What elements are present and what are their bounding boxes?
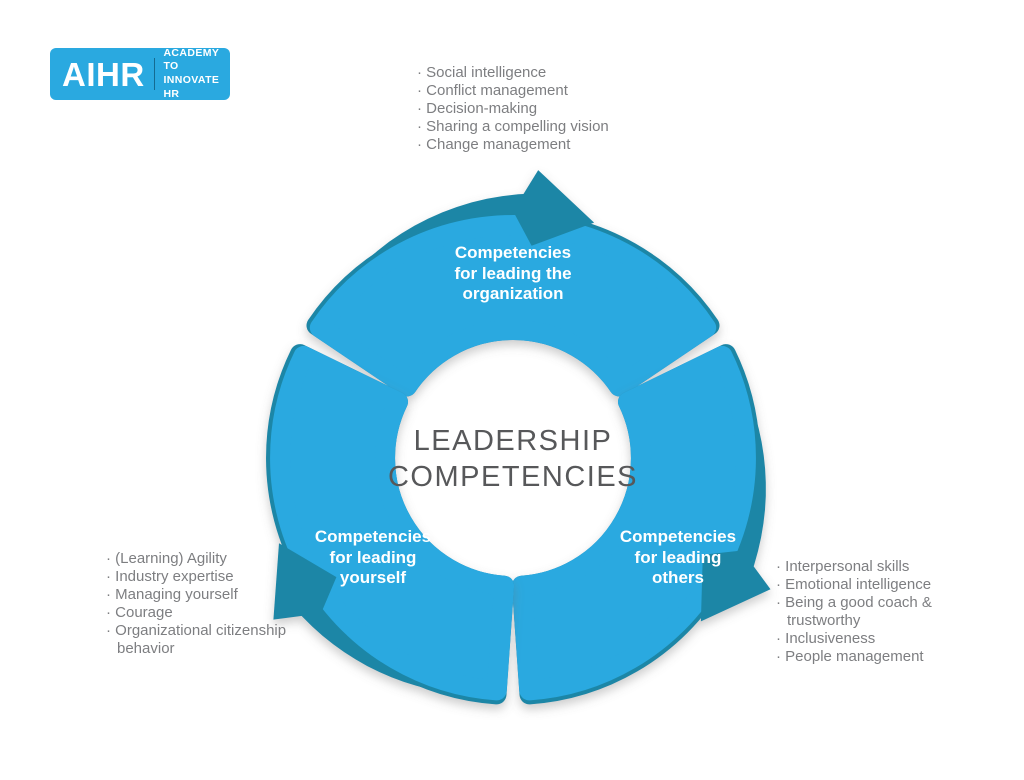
segment-label-leading-the-organization: Competencies for leading the organizatio…	[454, 243, 572, 304]
cycle-arrowhead-icon	[700, 550, 771, 622]
cycle-arrowhead-icon	[513, 170, 595, 246]
segment-body	[309, 214, 717, 397]
competency-list-item: · Organizational citizenship behavior	[106, 622, 287, 657]
segment-body	[270, 345, 515, 701]
competency-list-item: · Being a good coach & trustworthy	[776, 594, 932, 629]
logo-brand-text: AIHR	[62, 55, 145, 93]
competency-list-item: · Interpersonal skills	[776, 558, 910, 575]
competency-list-leading-the-organization: · Social intelligence· Conflict manageme…	[417, 64, 647, 154]
competency-list-leading-others: · Interpersonal skills· Emotional intell…	[776, 558, 944, 666]
competency-list-item: · Social intelligence	[417, 64, 547, 81]
cycle-arrowhead-icon	[273, 543, 337, 620]
competency-list-item: · Inclusiveness	[776, 630, 876, 647]
competency-list-item: · Emotional intelligence	[776, 576, 932, 593]
competency-list-item: · People management	[776, 648, 924, 665]
competency-list-item: · Conflict management	[417, 82, 568, 99]
logo-divider	[153, 58, 156, 90]
center-title: LEADERSHIP COMPETENCIES	[387, 425, 639, 493]
segment-body	[511, 345, 756, 701]
competency-list-item: · Managing yourself	[106, 586, 238, 603]
competency-list-item: · Decision-making	[417, 100, 538, 117]
competency-list-item: · Sharing a compelling vision	[417, 118, 609, 135]
segment-leading-others	[511, 344, 771, 705]
segment-leading-the-organization	[306, 170, 720, 397]
competency-list-item: · Courage	[106, 604, 173, 621]
competency-list-item: · Change management	[417, 136, 571, 153]
logo-tagline: ACADEMY TO INNOVATE HR	[163, 46, 220, 100]
segment-leading-yourself	[266, 344, 515, 705]
segment-label-leading-yourself: Competencies for leading yourself	[314, 527, 432, 588]
aihr-logo: AIHR ACADEMY TO INNOVATE HR	[50, 46, 230, 100]
competency-list-leading-yourself: · (Learning) Agility· Industry expertise…	[106, 550, 304, 658]
competency-list-item: · (Learning) Agility	[106, 550, 227, 567]
competency-list-item: · Industry expertise	[106, 568, 234, 585]
segment-label-leading-others: Competencies for leading others	[619, 527, 737, 588]
